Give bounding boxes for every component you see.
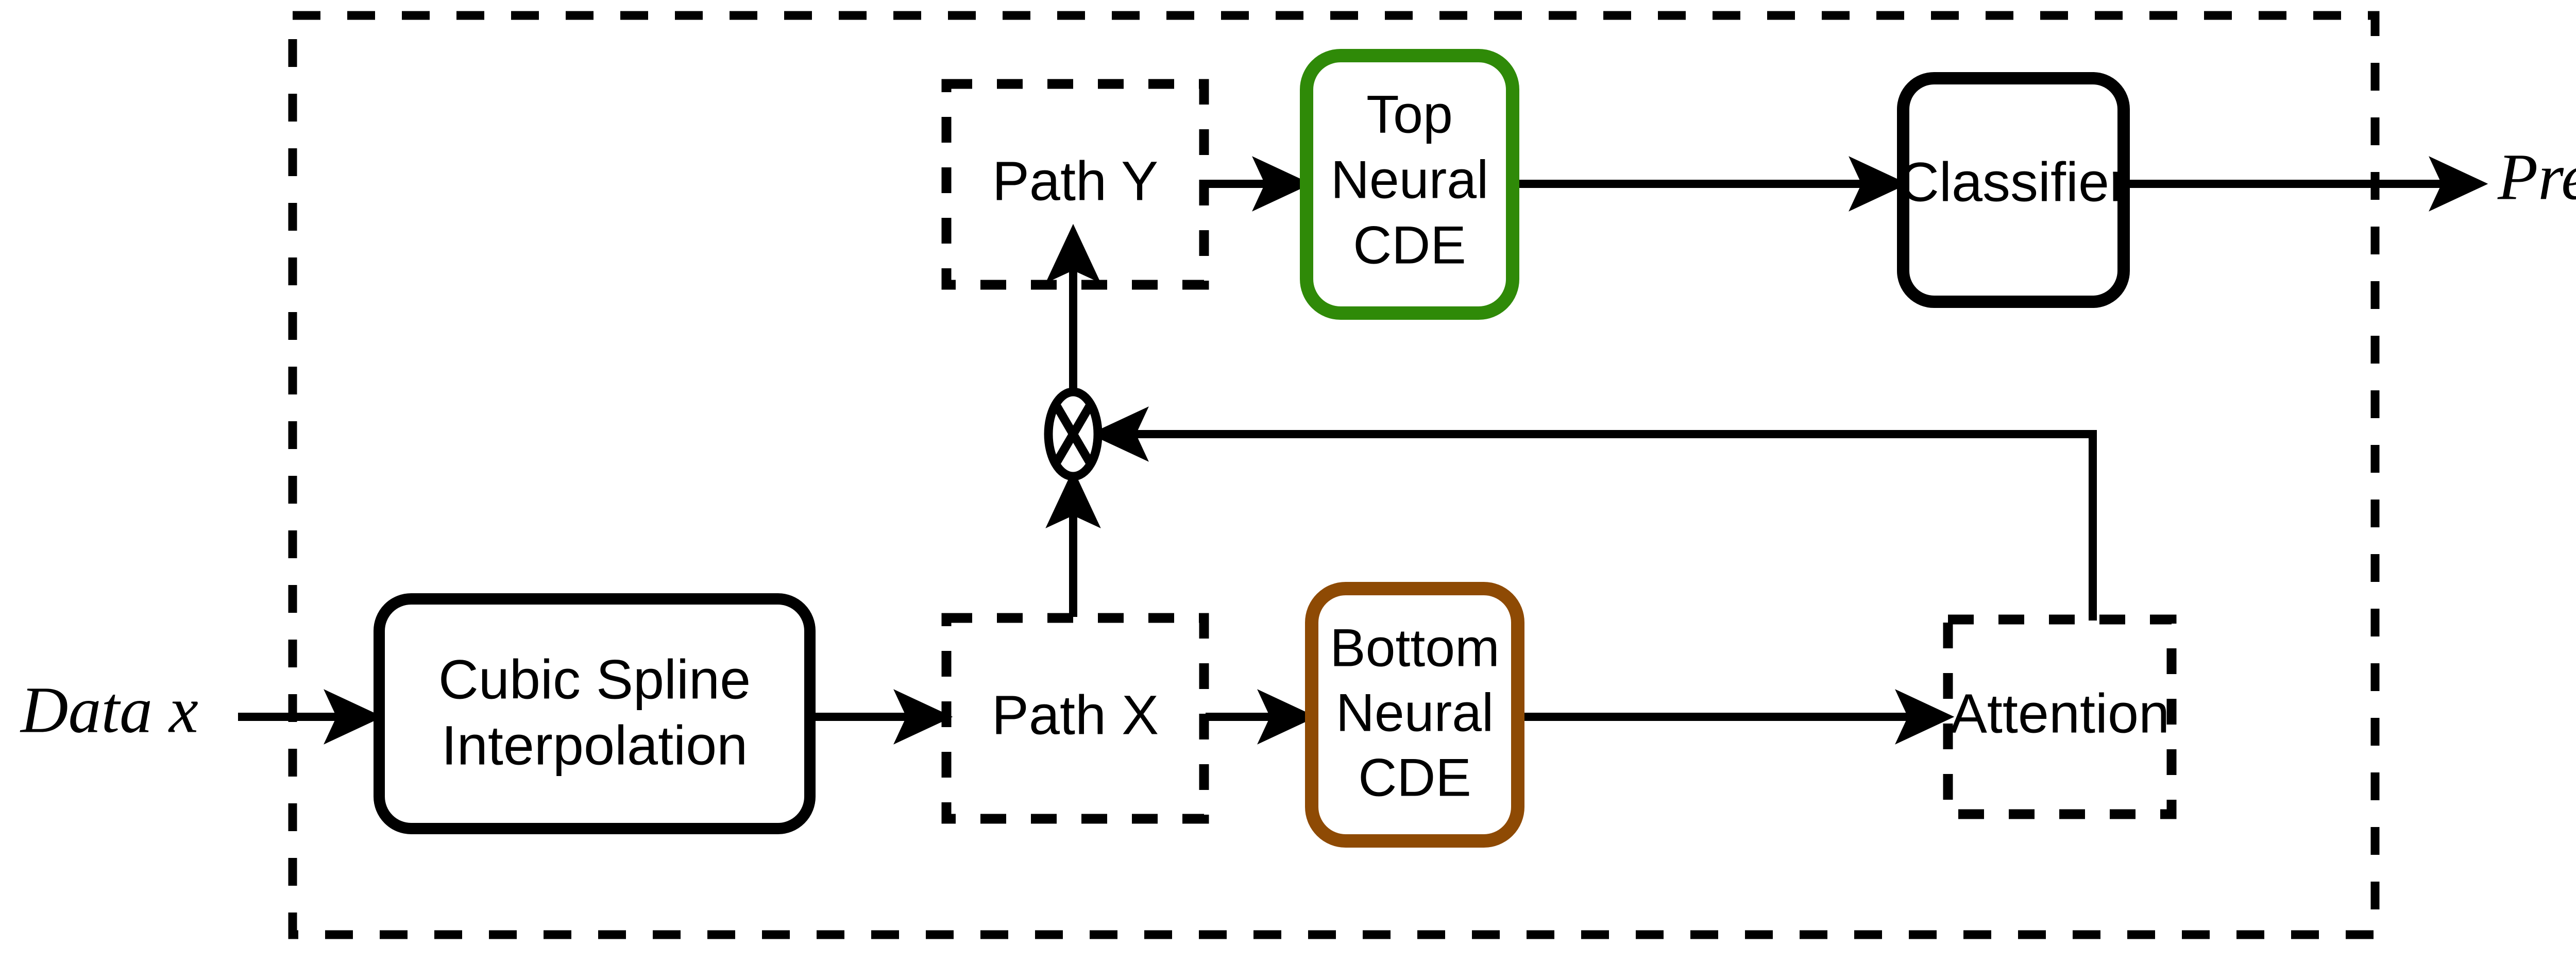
node-classifier[interactable]: Classifier [1897,72,2130,308]
node-multiply[interactable] [1044,387,1103,481]
path-y-label: Path Y [992,150,1158,212]
top-neural-cde-label-line3: CDE [1353,215,1466,275]
node-top-neural-cde[interactable]: Top Neural CDE [1300,49,1519,320]
bottom-neural-cde-label-line3: CDE [1358,748,1471,807]
top-neural-cde-label-line1: Top [1366,84,1453,144]
classifier-label: Classifier [1899,151,2128,213]
input-label-data-x: Data x [20,673,198,746]
top-neural-cde-box[interactable] [1300,49,1519,320]
bottom-neural-cde-box[interactable] [1305,582,1524,848]
node-bottom-neural-cde[interactable]: Bottom Neural CDE [1305,582,1524,848]
node-attention[interactable]: Attention [1943,614,2177,819]
cubic-spline-box[interactable] [374,593,816,834]
top-neural-cde-label-line2: Neural [1331,150,1488,210]
cubic-spline-label-line2: Interpolation [442,714,748,777]
node-path-y[interactable]: Path Y [941,79,1209,290]
node-path-x[interactable]: Path X [941,613,1209,824]
edge-attention-to-multiply [1089,406,2097,621]
bottom-neural-cde-label-line1: Bottom [1330,618,1499,678]
multiply-cross-stroke-b [1052,402,1095,467]
output-label-prediction: Prediction [2497,140,2576,213]
path-y-box[interactable] [941,79,1209,290]
bottom-neural-cde-label-line2: Neural [1336,683,1494,743]
path-x-box[interactable] [941,613,1209,824]
node-cubic-spline[interactable]: Cubic Spline Interpolation [374,593,816,834]
model-boundary [288,11,2380,939]
cubic-spline-label-line1: Cubic Spline [438,648,751,711]
classifier-box[interactable] [1897,72,2130,308]
attention-label: Attention [1950,682,2170,745]
attention-box[interactable] [1943,614,2177,819]
path-x-label: Path X [992,684,1159,746]
